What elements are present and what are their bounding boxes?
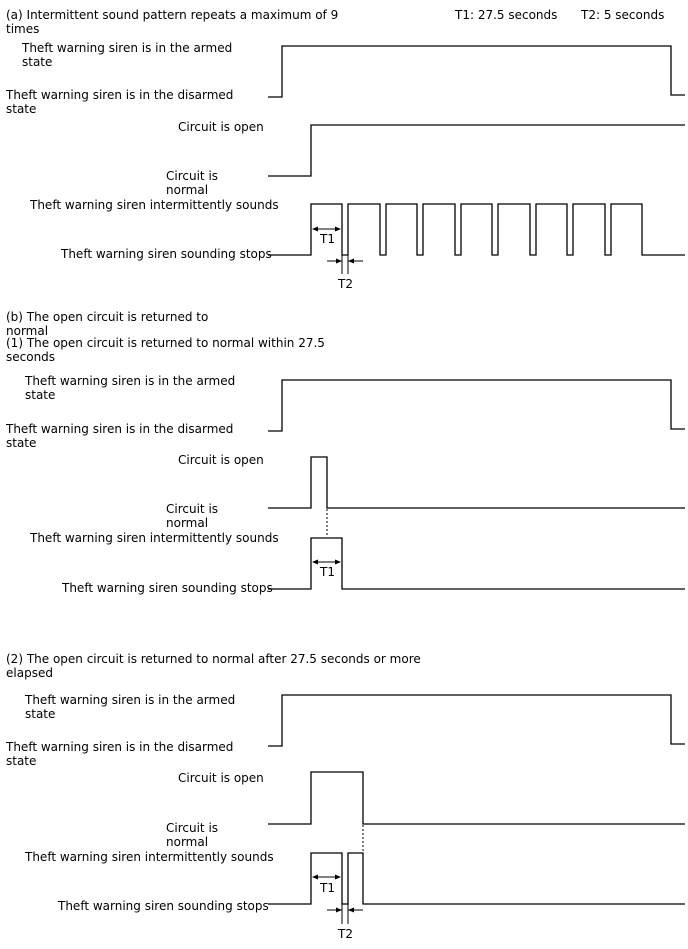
t2-dimension-label: T2	[337, 927, 353, 941]
circuit-waveform	[268, 124, 685, 177]
siren-state-waveform	[268, 45, 685, 98]
section-a-title: (a) Intermittent sound pattern repeats a…	[6, 8, 338, 36]
siren-state-waveform	[268, 379, 685, 432]
circuit-open-label: Circuit is open	[178, 771, 264, 785]
stops-label: Theft warning siren sounding stops	[60, 247, 272, 261]
circuit-waveform	[268, 456, 685, 509]
sounds-label: Theft warning siren intermittently sound…	[29, 198, 279, 212]
circuit-open-label: Circuit is open	[178, 120, 264, 134]
stops-label: Theft warning siren sounding stops	[61, 581, 273, 595]
sounds-label: Theft warning siren intermittently sound…	[24, 850, 274, 864]
circuit-waveform	[268, 771, 685, 825]
t1-dimension-label: T1	[319, 881, 335, 895]
siren-state-waveform	[268, 694, 685, 747]
t2-dimension-label: T2	[337, 277, 353, 291]
sub2-title: (2) The open circuit is returned to norm…	[6, 652, 421, 680]
t2-dimension: T2	[327, 904, 363, 941]
t1-dimension: T1	[312, 874, 341, 895]
t2-dimension: T2	[327, 255, 363, 291]
t1-definition: T1: 27.5 seconds	[454, 8, 557, 22]
intermittent-sound-waveform	[268, 203, 685, 256]
t1-dimension-label: T1	[319, 565, 335, 579]
t1-dimension: T1	[312, 559, 341, 579]
t1-dimension: T1	[312, 226, 341, 246]
intermittent-sound-waveform	[268, 537, 685, 590]
t1-dimension-label: T1	[319, 232, 335, 246]
t2-definition: T2: 5 seconds	[580, 8, 664, 22]
stops-label: Theft warning siren sounding stops	[57, 899, 269, 913]
sounds-label: Theft warning siren intermittently sound…	[29, 531, 279, 545]
intermittent-sound-waveform	[268, 852, 685, 905]
circuit-open-label: Circuit is open	[178, 453, 264, 467]
sub1-title: (1) The open circuit is returned to norm…	[6, 336, 325, 364]
